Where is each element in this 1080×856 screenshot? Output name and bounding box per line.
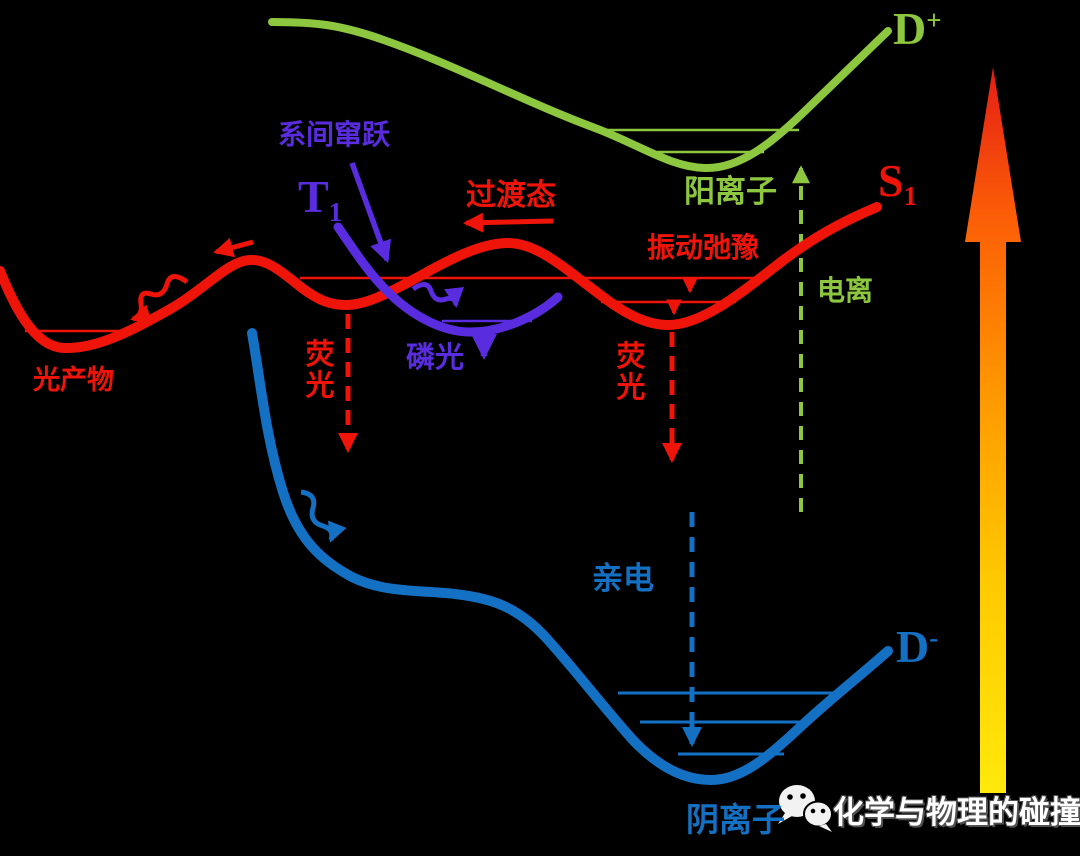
transition-state-arrow: [463, 212, 554, 233]
ionization-label: 电离: [817, 274, 874, 307]
t1-subscript: 1: [328, 197, 343, 227]
t1-state-label: T1: [298, 174, 342, 226]
watermark-text: 化学与物理的碰撞: [833, 795, 1080, 831]
photoproduct-label: 光产物: [33, 365, 114, 396]
d-plus-symbol: D: [893, 3, 927, 54]
anion-label: 阴离子: [686, 800, 785, 839]
fluorescence-left-label: 荧光: [305, 337, 335, 403]
photoproduct-wavy-relaxation-arrow: [130, 274, 189, 324]
d-minus-potential-curve: [247, 328, 893, 786]
electron-attachment-label: 亲电: [592, 561, 654, 597]
t1-wavy-relaxation-arrow: [411, 282, 465, 308]
d-plus-state-label: D+: [893, 6, 942, 52]
d-plus-charge: +: [926, 5, 942, 35]
intersystem-crossing-arrow: [349, 162, 392, 264]
s1-potential-curve: [0, 202, 882, 354]
s1-subscript: 1: [903, 181, 918, 211]
d-minus-curve-group: [247, 328, 893, 786]
wechat-icon: [778, 785, 833, 832]
d-minus-symbol: D: [896, 621, 930, 672]
d-plus-potential-curve: [268, 18, 892, 173]
fluorescence-right-label: 荧光: [616, 339, 646, 405]
cation-label: 阳离子: [684, 174, 777, 210]
d-plus-curve-group: [268, 18, 892, 512]
energy-axis-gradient-arrow: [965, 67, 1021, 793]
t1-curve-group: [333, 162, 563, 360]
transition-state-label: 过渡态: [466, 178, 556, 213]
intersystem-crossing-label: 系间窜跃: [278, 118, 391, 151]
phosphorescence-label: 磷光: [406, 340, 465, 374]
s1-symbol: S: [878, 155, 904, 206]
photoproduct-direction-arrow: [213, 237, 254, 258]
s1-state-label: S1: [878, 158, 917, 210]
d-minus-charge: -: [929, 623, 939, 653]
d-minus-state-label: D-: [896, 624, 938, 670]
d-minus-wavy-relaxation-arrow: [300, 489, 347, 543]
vibrational-relaxation-label: 振动弛豫: [647, 231, 760, 264]
t1-symbol: T: [298, 171, 329, 222]
